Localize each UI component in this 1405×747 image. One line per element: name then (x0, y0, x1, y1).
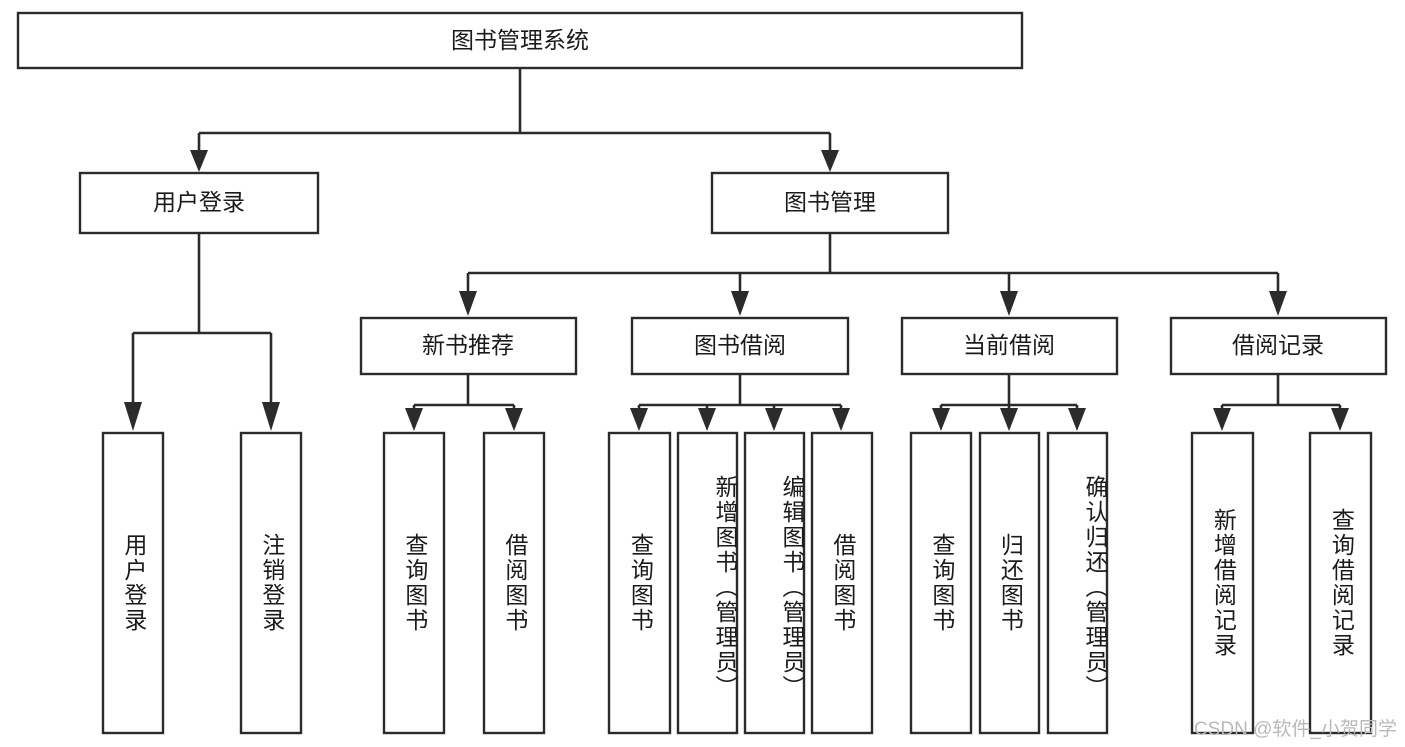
leaf-box[interactable] (1308, 431, 1373, 735)
node-book-manage-label: 图书管理 (784, 189, 876, 215)
leaf-box[interactable] (1046, 431, 1109, 735)
leaf-boxes-book-borrow (607, 431, 874, 735)
leaf-box[interactable] (909, 431, 973, 735)
node-new-book-recommend-label: 新书推荐 (422, 332, 514, 358)
connector-borrow-record-to-leaves (1213, 374, 1349, 431)
connector-current-borrow-to-leaves (932, 374, 1086, 431)
node-root[interactable]: 图书管理系统 (16, 11, 1024, 70)
node-new-book-recommend[interactable]: 新书推荐 (359, 316, 578, 376)
node-borrow-record[interactable]: 借阅记录 (1169, 316, 1388, 376)
connector-book-manage-to-level3 (459, 233, 1287, 316)
leaf-box[interactable] (607, 431, 672, 735)
leaf-box[interactable] (743, 431, 806, 735)
node-book-manage[interactable]: 图书管理 (710, 171, 950, 235)
node-user-login-label: 用户登录 (153, 189, 245, 215)
leaf-box[interactable] (1190, 431, 1255, 735)
leaf-box[interactable] (676, 431, 739, 735)
leaf-box[interactable] (482, 431, 546, 735)
node-current-borrow-label: 当前借阅 (963, 332, 1055, 358)
leaf-boxes-user-login (101, 431, 303, 735)
node-book-borrow-label: 图书借阅 (694, 332, 786, 358)
connector-new-book-to-leaves (405, 374, 523, 431)
connector-book-borrow-to-leaves (630, 374, 850, 431)
leaf-box[interactable] (810, 431, 874, 735)
leaf-box[interactable] (101, 431, 165, 735)
leaf-boxes-current-borrow (909, 431, 1109, 735)
node-user-login[interactable]: 用户登录 (78, 171, 320, 235)
leaf-box[interactable] (382, 431, 446, 735)
csdn-watermark: CSDN @软件_小贺同学 (1194, 719, 1397, 740)
leaf-box[interactable] (239, 431, 303, 735)
node-root-label: 图书管理系统 (451, 27, 589, 53)
connector-user-login-to-leaves (124, 233, 280, 431)
leaf-boxes-borrow-record (1190, 431, 1373, 735)
node-borrow-record-label: 借阅记录 (1232, 332, 1324, 358)
node-current-borrow[interactable]: 当前借阅 (900, 316, 1119, 376)
leaf-boxes-new-book-recommend (382, 431, 546, 735)
connector-root-to-level2 (190, 68, 839, 172)
leaf-box[interactable] (978, 431, 1041, 735)
node-book-borrow[interactable]: 图书借阅 (630, 316, 850, 376)
